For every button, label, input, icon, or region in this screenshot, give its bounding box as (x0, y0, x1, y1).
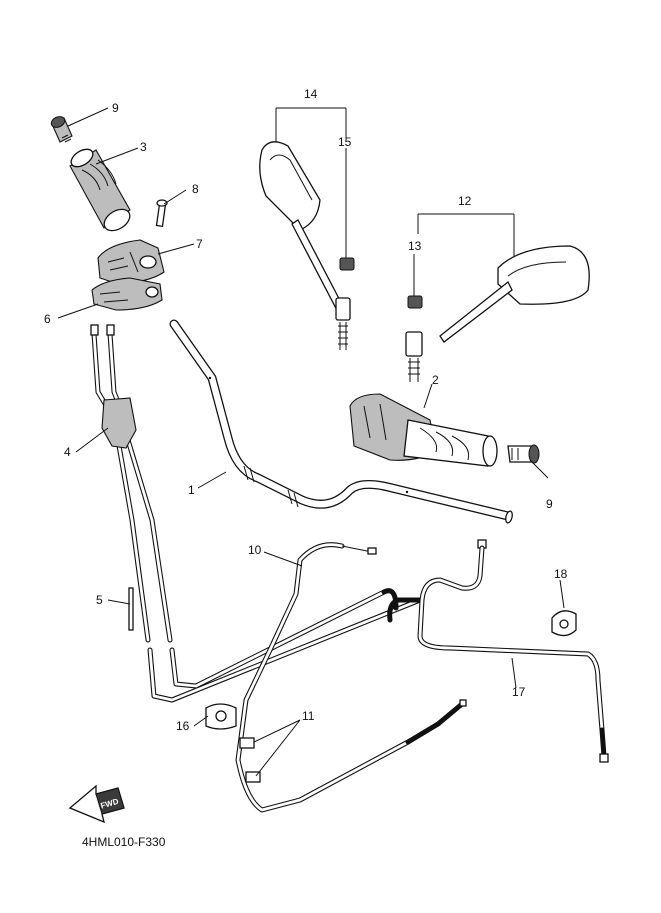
left-grip-end-cap (50, 116, 73, 143)
callout-4: 4 (64, 445, 71, 459)
callout-17: 17 (512, 685, 526, 699)
callout-10: 10 (248, 543, 262, 557)
left-mirror (405, 245, 590, 382)
callout-5: 5 (96, 593, 103, 607)
left-mirror-nut (407, 295, 423, 309)
callout-6: 6 (44, 312, 51, 326)
callout-11: 11 (302, 709, 315, 723)
switch-screw (155, 199, 168, 228)
cable-clamp (551, 610, 577, 637)
left-grip (69, 148, 131, 232)
cable-holder-upper (239, 737, 255, 749)
diagram-code: 4HML010-F330 (82, 835, 166, 849)
callout-18: 18 (554, 567, 568, 581)
throttle-cable-assembly (90, 324, 423, 703)
callout-16: 16 (176, 719, 190, 733)
callout-labels: 9 3 8 7 6 4 5 1 2 9 10 16 11 17 18 14 15… (44, 87, 568, 733)
clutch-cable (235, 542, 467, 813)
callout-7: 7 (196, 237, 203, 251)
callout-2: 2 (432, 373, 439, 387)
callout-15: 15 (338, 135, 352, 149)
callout-9-left: 9 (112, 101, 119, 115)
handlebar (169, 319, 513, 524)
callout-1: 1 (188, 483, 195, 497)
callout-3: 3 (140, 140, 147, 154)
throttle-grip (349, 393, 498, 467)
callout-9-right: 9 (546, 497, 553, 511)
cable-guide (205, 703, 237, 730)
callout-8: 8 (192, 182, 199, 196)
right-grip-end-cap (507, 444, 540, 464)
callout-14: 14 (304, 87, 318, 101)
starter-cable (417, 539, 609, 763)
leader-lines (57, 107, 565, 777)
cable-holder-lower (245, 771, 261, 783)
callout-12: 12 (458, 194, 472, 208)
cable-protector-strip (128, 587, 134, 631)
callout-13: 13 (408, 239, 422, 253)
right-mirror (259, 141, 351, 350)
forward-arrow: FWD (68, 784, 125, 824)
right-mirror-nut (339, 257, 355, 271)
switch-lower-holder (91, 277, 163, 311)
handlebar-switch (97, 239, 165, 285)
